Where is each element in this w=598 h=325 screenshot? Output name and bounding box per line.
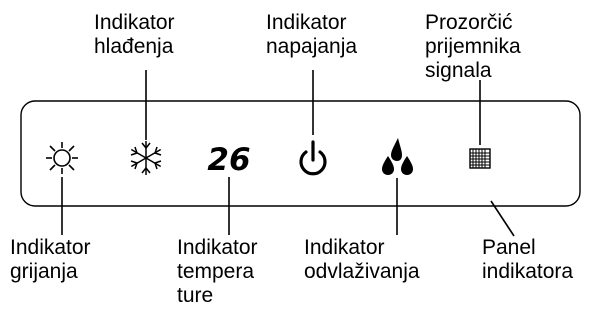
label-indicator-panel: Panel indikatora	[482, 236, 574, 283]
snowflake-icon	[130, 141, 162, 175]
sun-icon	[46, 142, 78, 174]
label-heating-indicator: Indikator grijanja	[10, 236, 91, 283]
leader-panel	[490, 200, 515, 237]
label-temperature-indicator: Indikator tempera ture	[177, 236, 258, 307]
label-dehumidify-indicator: Indikator odvlaživanja	[304, 236, 420, 283]
temperature-display: 26	[207, 142, 250, 178]
indicator-panel-frame	[20, 100, 581, 207]
label-cooling-indicator: Indikator hlađenja	[94, 11, 175, 58]
label-power-indicator: Indikator napajanja	[266, 11, 358, 58]
label-receiver-window: Prozorčić prijemnika signala	[425, 11, 521, 82]
power-icon	[299, 140, 327, 176]
droplets-icon	[382, 138, 413, 175]
receiver-grid-icon	[469, 148, 491, 169]
